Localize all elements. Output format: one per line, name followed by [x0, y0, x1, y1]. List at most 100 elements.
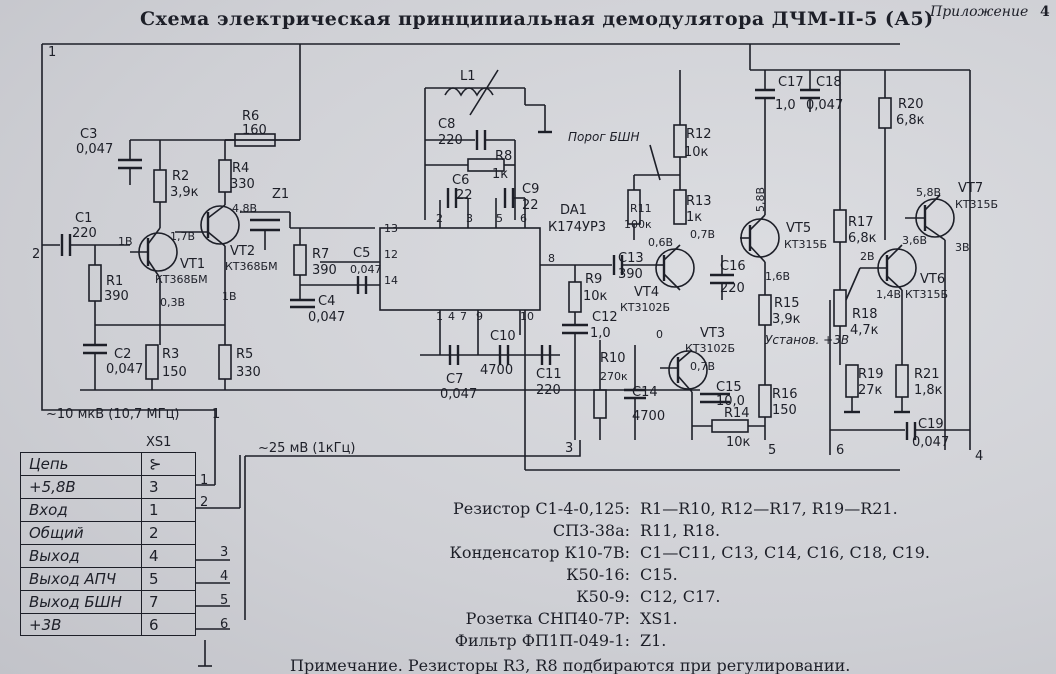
da1-chip: [379, 227, 541, 311]
svg-text:VT4: VT4: [634, 285, 659, 300]
svg-text:R11: R11: [630, 202, 652, 215]
svg-text:150: 150: [772, 403, 797, 418]
svg-text:R16: R16: [772, 387, 798, 402]
svg-text:VT1: VT1: [180, 257, 205, 272]
svg-text:0,047: 0,047: [106, 362, 143, 377]
svg-text:C14: C14: [632, 385, 658, 400]
parts-legend: Резистор С1-4-0,125:R1—R10, R12—R17, R19…: [410, 498, 1050, 652]
svg-text:9: 9: [476, 310, 483, 323]
svg-text:2: 2: [200, 495, 208, 510]
svg-text:1: 1: [48, 45, 56, 60]
svg-text:0,047: 0,047: [350, 263, 382, 276]
svg-text:6,8к: 6,8к: [896, 113, 925, 128]
svg-text:2В: 2В: [860, 250, 875, 263]
svg-text:14: 14: [384, 274, 398, 287]
svg-text:150: 150: [162, 365, 187, 380]
svg-text:C7: C7: [446, 372, 463, 387]
svg-text:~10 мкВ (10,7 МГц): ~10 мкВ (10,7 МГц): [46, 407, 180, 422]
svg-text:C10: C10: [490, 329, 516, 344]
svg-text:1: 1: [200, 473, 208, 488]
svg-text:R2: R2: [172, 169, 189, 184]
svg-text:4,8В: 4,8В: [232, 202, 257, 215]
xs1-row: Цепь⊱: [20, 452, 196, 475]
svg-text:3: 3: [565, 441, 573, 456]
legend-row: Резистор С1-4-0,125:R1—R10, R12—R17, R19…: [452, 499, 898, 518]
svg-text:C4: C4: [318, 294, 335, 309]
svg-text:C16: C16: [720, 259, 746, 274]
legend-row: К50-16:C15.: [566, 565, 678, 584]
svg-text:3: 3: [220, 545, 228, 560]
svg-text:0,047: 0,047: [308, 310, 345, 325]
svg-text:R8: R8: [495, 149, 512, 164]
svg-text:7: 7: [460, 310, 467, 323]
svg-text:0,6В: 0,6В: [648, 236, 673, 249]
svg-text:10к: 10к: [726, 435, 751, 450]
svg-text:~25 мВ (1кГц): ~25 мВ (1кГц): [258, 441, 355, 456]
svg-text:1к: 1к: [492, 167, 508, 182]
svg-text:R3: R3: [162, 347, 179, 362]
svg-text:12: 12: [384, 248, 398, 261]
svg-text:4: 4: [220, 569, 228, 584]
svg-text:8: 8: [548, 252, 555, 265]
svg-text:3: 3: [466, 212, 473, 225]
svg-text:0: 0: [656, 328, 663, 341]
svg-text:220: 220: [536, 383, 561, 398]
svg-text:220: 220: [720, 281, 745, 296]
svg-text:C13: C13: [618, 251, 644, 266]
svg-text:5: 5: [496, 212, 503, 225]
svg-text:3,9к: 3,9к: [772, 312, 801, 327]
wiring: [41, 43, 971, 667]
svg-text:5: 5: [220, 593, 228, 608]
svg-text:1,4В: 1,4В: [876, 288, 901, 301]
svg-text:Установ. +3В: Установ. +3В: [765, 333, 849, 347]
legend-row: СП3-38а:R11, R18.: [552, 521, 721, 540]
svg-text:0,047: 0,047: [76, 142, 113, 157]
svg-text:22: 22: [456, 188, 473, 203]
svg-text:22: 22: [522, 198, 539, 213]
svg-text:C6: C6: [452, 173, 469, 188]
appendix-label: Приложение: [930, 4, 1029, 20]
svg-text:390: 390: [104, 289, 129, 304]
svg-text:4700: 4700: [632, 409, 665, 424]
svg-text:R15: R15: [774, 296, 800, 311]
svg-text:6: 6: [520, 212, 527, 225]
svg-text:4: 4: [975, 449, 983, 464]
svg-text:100к: 100к: [624, 218, 652, 231]
svg-text:Порог БШН: Порог БШН: [568, 130, 640, 144]
svg-text:1к: 1к: [686, 210, 702, 225]
svg-text:390: 390: [312, 263, 337, 278]
svg-text:1В: 1В: [118, 235, 133, 248]
svg-text:R14: R14: [724, 406, 750, 421]
svg-text:C17: C17: [778, 75, 804, 90]
svg-text:0,047: 0,047: [912, 435, 949, 450]
svg-text:R1: R1: [106, 274, 123, 289]
svg-text:C19: C19: [918, 417, 944, 432]
svg-text:R13: R13: [686, 194, 712, 209]
svg-text:C3: C3: [80, 127, 97, 142]
svg-text:КТ315Б: КТ315Б: [955, 198, 998, 211]
svg-text:6,8к: 6,8к: [848, 231, 877, 246]
svg-text:5,8В: 5,8В: [754, 187, 767, 212]
svg-text:330: 330: [236, 365, 261, 380]
svg-text:VT5: VT5: [786, 221, 811, 236]
svg-text:1: 1: [212, 407, 220, 422]
svg-text:0,047: 0,047: [806, 98, 843, 113]
svg-text:C8: C8: [438, 117, 455, 132]
svg-text:0,047: 0,047: [440, 387, 477, 402]
svg-text:1,8к: 1,8к: [914, 383, 943, 398]
svg-text:0,7В: 0,7В: [690, 360, 715, 373]
svg-text:R21: R21: [914, 367, 940, 382]
svg-text:1,0: 1,0: [590, 326, 611, 341]
svg-text:C1: C1: [75, 211, 92, 226]
svg-text:4: 4: [448, 310, 455, 323]
svg-text:6: 6: [836, 443, 844, 458]
svg-text:5: 5: [768, 443, 776, 458]
svg-text:220: 220: [438, 133, 463, 148]
svg-text:R4: R4: [232, 161, 249, 176]
svg-text:R6: R6: [242, 109, 259, 124]
svg-text:R19: R19: [858, 367, 884, 382]
svg-text:VT2: VT2: [230, 244, 255, 259]
